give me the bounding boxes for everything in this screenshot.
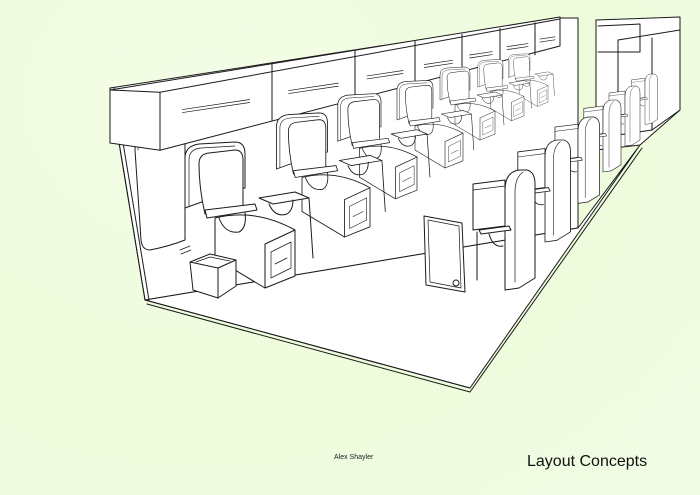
seat <box>472 169 536 291</box>
left-seat-row <box>184 53 555 289</box>
waste-bin <box>189 253 237 299</box>
cabinet-door <box>423 215 466 293</box>
seat <box>508 53 555 107</box>
overhead-bin <box>366 41 416 90</box>
seat <box>396 80 475 169</box>
seat <box>477 59 532 122</box>
overhead-bin <box>182 63 273 122</box>
seat <box>276 112 386 238</box>
overhead-bin <box>288 50 356 104</box>
overhead-bin <box>469 27 501 66</box>
overhead-bins <box>109 16 561 151</box>
drawing-title: Layout Concepts <box>527 453 648 470</box>
author-credit: Alex Shayler <box>334 454 374 461</box>
overhead-bin <box>539 18 561 47</box>
right-seat-row <box>472 73 658 291</box>
overhead-bin <box>506 22 536 56</box>
